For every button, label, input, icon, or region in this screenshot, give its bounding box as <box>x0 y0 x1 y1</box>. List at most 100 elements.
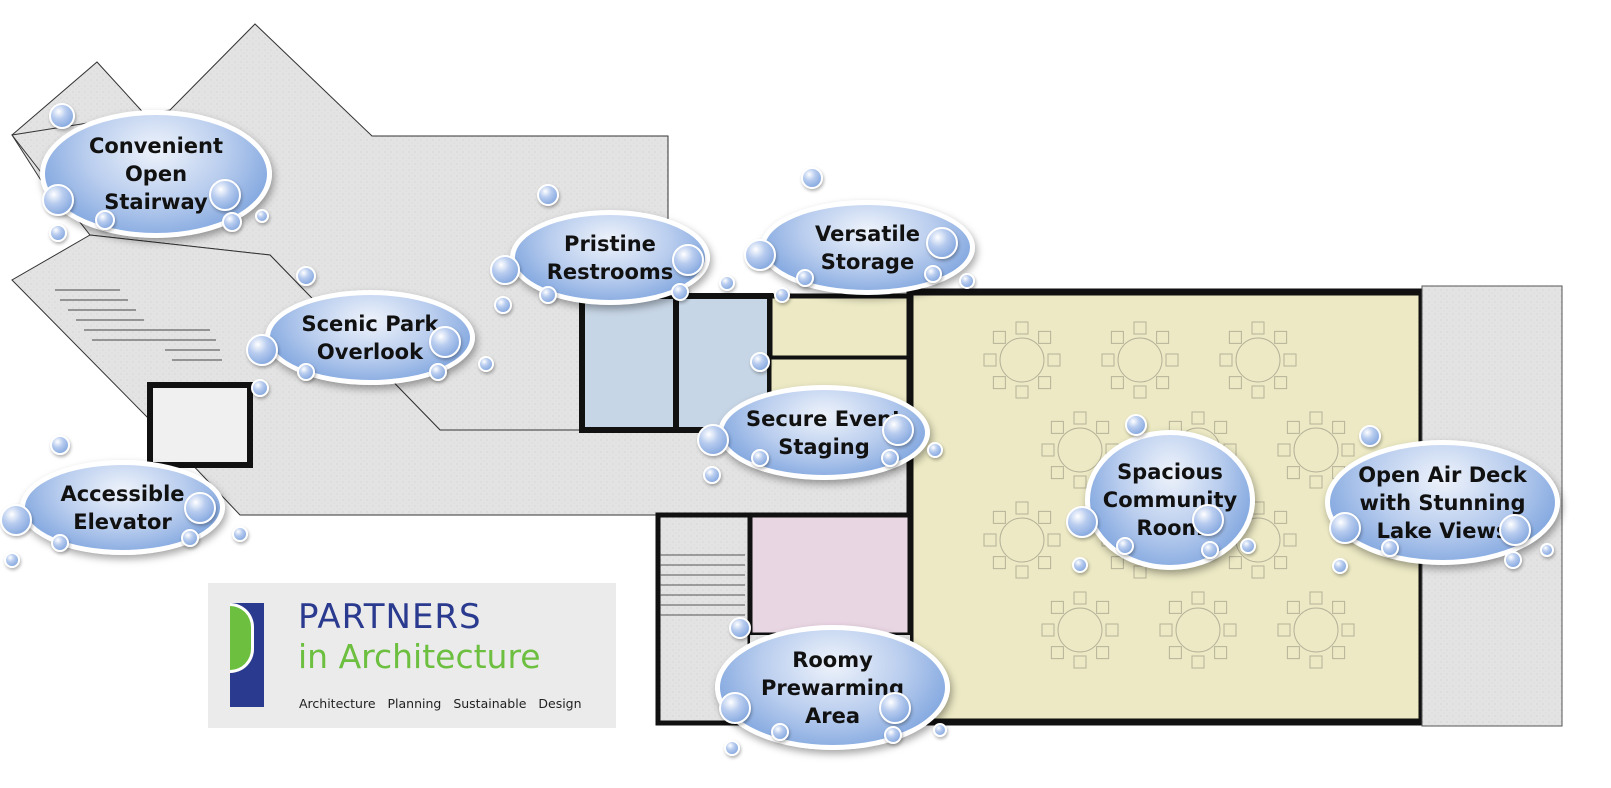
chair <box>1168 600 1182 614</box>
round-table <box>1117 337 1163 383</box>
bubble-dot-icon <box>49 224 67 242</box>
bubble-dot-icon <box>232 526 248 542</box>
bubble-dot-icon <box>494 296 512 314</box>
chair <box>992 510 1006 524</box>
chair <box>1332 420 1346 434</box>
chair <box>1073 591 1087 605</box>
chair <box>1283 533 1297 547</box>
chair <box>1309 591 1323 605</box>
chair <box>1047 353 1061 367</box>
bubble-dot-icon <box>1072 557 1088 573</box>
chair <box>1038 510 1052 524</box>
chair <box>1105 623 1119 637</box>
callout-label: Secure Event Staging <box>746 406 902 459</box>
bubble-dot-icon <box>184 492 216 524</box>
bubble-dot-icon <box>719 275 735 291</box>
logo-tagline: Architecture Planning Sustainable Design <box>299 696 582 711</box>
round-table <box>1293 607 1339 653</box>
bubble-dot-icon <box>924 265 942 283</box>
chair <box>1309 411 1323 425</box>
round-table <box>1175 607 1221 653</box>
chair <box>1133 321 1147 335</box>
bubble-dot-icon <box>1504 551 1522 569</box>
storage-room <box>767 293 913 361</box>
chair <box>992 330 1006 344</box>
chair <box>1096 646 1110 660</box>
chair <box>1274 376 1288 390</box>
chair <box>1341 443 1355 457</box>
chair <box>1096 600 1110 614</box>
chair <box>1251 565 1265 579</box>
chair <box>1168 646 1182 660</box>
chair <box>1341 623 1355 637</box>
round-table <box>1057 607 1103 653</box>
chair <box>1165 353 1179 367</box>
chair <box>1286 600 1300 614</box>
bubble-dot-icon <box>181 529 199 547</box>
callout-label: Scenic Park Overlook <box>301 311 439 364</box>
chair <box>1159 623 1173 637</box>
chair <box>1286 646 1300 660</box>
bubble-dot-icon <box>671 283 689 301</box>
chair <box>1274 330 1288 344</box>
bubble-dot-icon <box>703 466 721 484</box>
chair <box>1214 600 1228 614</box>
bubble-dot-icon <box>1329 512 1361 544</box>
chair <box>983 533 997 547</box>
chair <box>1047 533 1061 547</box>
bubble-dot-icon <box>209 179 241 211</box>
round-table <box>999 337 1045 383</box>
bubble-dot-icon <box>4 552 20 568</box>
chair <box>1050 466 1064 480</box>
bubble-dot-icon <box>490 255 520 285</box>
chair <box>1156 330 1170 344</box>
bubble-dot-icon <box>882 414 914 446</box>
callout-stairway: Convenient Open Stairway <box>40 110 272 238</box>
chair <box>1050 420 1064 434</box>
bubble-dot-icon <box>296 266 316 286</box>
bubble-dot-icon <box>429 363 447 381</box>
chair <box>1274 556 1288 570</box>
callout-label: Open Air Deck with Stunning Lake Views <box>1358 462 1527 543</box>
chair <box>1283 353 1297 367</box>
round-table <box>999 517 1045 563</box>
bubble-dot-icon <box>926 227 958 259</box>
bubble-dot-icon <box>95 210 115 230</box>
callout-label: Roomy Prewarming Area <box>761 647 904 728</box>
callout-prewarming: Roomy Prewarming Area <box>715 625 950 750</box>
chair <box>1286 466 1300 480</box>
bubble-dot-icon <box>881 449 899 467</box>
bubble-dot-icon <box>959 273 975 289</box>
bubble-dot-icon <box>933 723 947 737</box>
chair <box>1191 591 1205 605</box>
bubble-dot-icon <box>42 184 74 216</box>
bubble-dot-icon <box>1125 414 1147 436</box>
bubble-dot-icon <box>724 740 740 756</box>
bubble-dot-icon <box>49 103 75 129</box>
chair <box>1015 501 1029 515</box>
callout-label: Accessible Elevator <box>60 481 185 534</box>
logo-line1: PARTNERS <box>298 597 482 637</box>
chair <box>1015 565 1029 579</box>
chair <box>1309 655 1323 669</box>
bubble-dot-icon <box>51 534 69 552</box>
chair <box>1277 443 1291 457</box>
callout-label: Convenient Open Stairway <box>88 134 224 214</box>
bubble-dot-icon <box>255 209 269 223</box>
chair <box>1038 330 1052 344</box>
chair <box>1251 321 1265 335</box>
chair <box>1214 420 1228 434</box>
chair <box>1274 510 1288 524</box>
chair <box>1251 385 1265 399</box>
bubble-dot-icon <box>729 617 751 639</box>
chair <box>1110 330 1124 344</box>
bubble-dot-icon <box>750 352 770 372</box>
bubble-dot-icon <box>537 184 559 206</box>
chair <box>1050 646 1064 660</box>
bubble-dot-icon <box>1066 506 1098 538</box>
chair <box>1096 420 1110 434</box>
chair <box>1156 376 1170 390</box>
round-table <box>1235 337 1281 383</box>
chair <box>1332 600 1346 614</box>
bubble-dot-icon <box>774 287 790 303</box>
